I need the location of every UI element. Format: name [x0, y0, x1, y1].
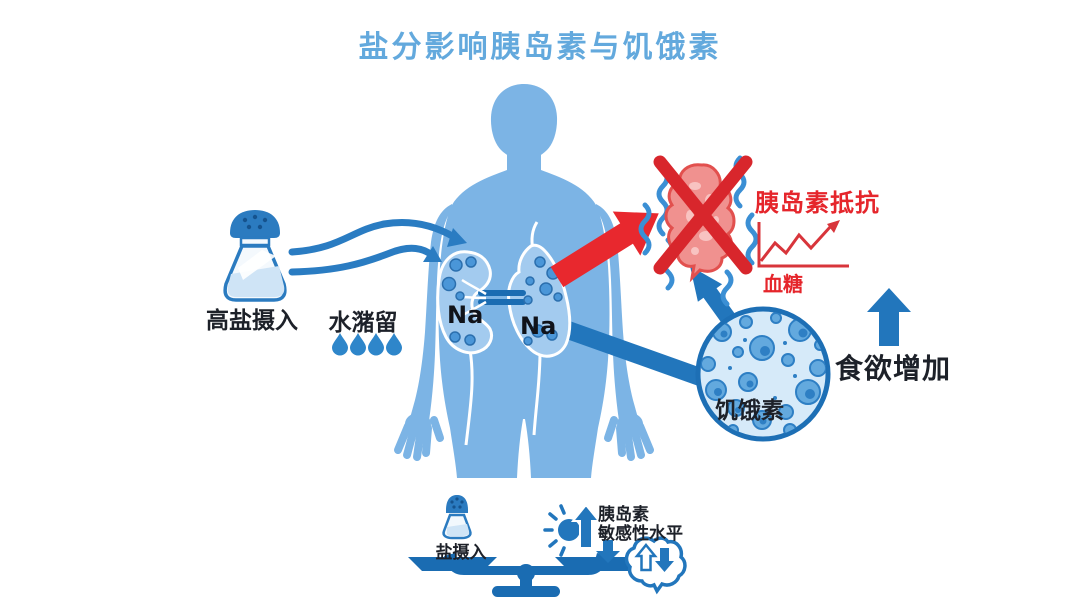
scale-salt-intake-label: 盐摄入	[435, 543, 487, 563]
balance-scale-icon	[408, 553, 644, 597]
water-retention-label: 水潴留	[328, 310, 398, 336]
page-title: 盐分影响胰岛素与饥饿素	[358, 30, 722, 65]
sensitivity-up-arrow	[570, 503, 602, 549]
insulin-cell-crossed-icon	[638, 155, 759, 307]
ghrelin-to-insulin-arrow	[690, 266, 740, 330]
brain-up-arrow	[634, 543, 658, 572]
ureter-line-2	[532, 351, 542, 436]
body-right-hand	[604, 413, 654, 461]
scale-left-pan	[408, 557, 497, 571]
ghrelin-to-body-arrow	[565, 321, 703, 386]
insulin-sensitivity-label-line2: 敏感性水平	[598, 524, 683, 544]
sodium-bubbles	[441, 256, 563, 346]
body-left-hand	[394, 413, 444, 461]
small-shaker-cap	[446, 495, 468, 513]
body-to-insulin-arrow	[550, 211, 659, 288]
arrowhead-top	[447, 228, 467, 247]
scale-stem	[520, 573, 532, 588]
small-salt-shaker-icon	[442, 495, 472, 540]
body-right-arm	[596, 204, 638, 421]
water-droplets-icon	[332, 333, 402, 356]
shaker-shine	[238, 250, 276, 280]
salt-to-kidney-arrows	[288, 218, 467, 276]
na-kidney-label: Na	[447, 301, 484, 329]
kidney-stomach-organs	[436, 221, 572, 446]
insulin-sensitivity-label-line1: 胰岛素	[598, 505, 649, 525]
shaker-cap	[230, 210, 280, 238]
body-head	[490, 84, 558, 160]
renal-vessels	[478, 290, 526, 305]
ureter-line	[464, 349, 474, 446]
appetite-up-arrow	[867, 288, 911, 346]
shaker-cap-holes	[242, 214, 268, 230]
arrowhead-bottom	[423, 246, 442, 262]
curved-arrow-bottom	[288, 244, 437, 276]
brain-down-arrow	[655, 548, 674, 572]
scale-beam	[444, 553, 608, 575]
appetite-increase-label: 食欲增加	[835, 352, 952, 385]
salt-shaker-icon	[223, 210, 287, 302]
small-shaker-salt	[446, 524, 470, 536]
blood-sugar-label: 血糖	[763, 272, 803, 296]
sensitivity-down-arrow	[596, 540, 620, 563]
red-x-mark	[653, 155, 753, 275]
ghrelin-circle-icon	[695, 306, 831, 442]
scale-right-pan	[555, 557, 644, 571]
shaker-neck	[239, 236, 271, 247]
brain-icon	[624, 536, 687, 595]
na-stomach-label: Na	[520, 312, 557, 340]
curved-arrow-top	[288, 218, 458, 256]
scale-base	[492, 586, 560, 597]
body-left-arm	[410, 204, 452, 421]
insulin-sensitivity-icon	[543, 503, 602, 557]
high-salt-intake-label: 高盐摄入	[206, 308, 298, 334]
insulin-resistance-label: 胰岛素抵抗	[755, 189, 880, 217]
sun-icon	[558, 519, 580, 541]
sun-rays	[543, 504, 566, 557]
blood-sugar-chart-icon	[757, 220, 849, 268]
ghrelin-label: 饥饿素	[715, 398, 784, 424]
